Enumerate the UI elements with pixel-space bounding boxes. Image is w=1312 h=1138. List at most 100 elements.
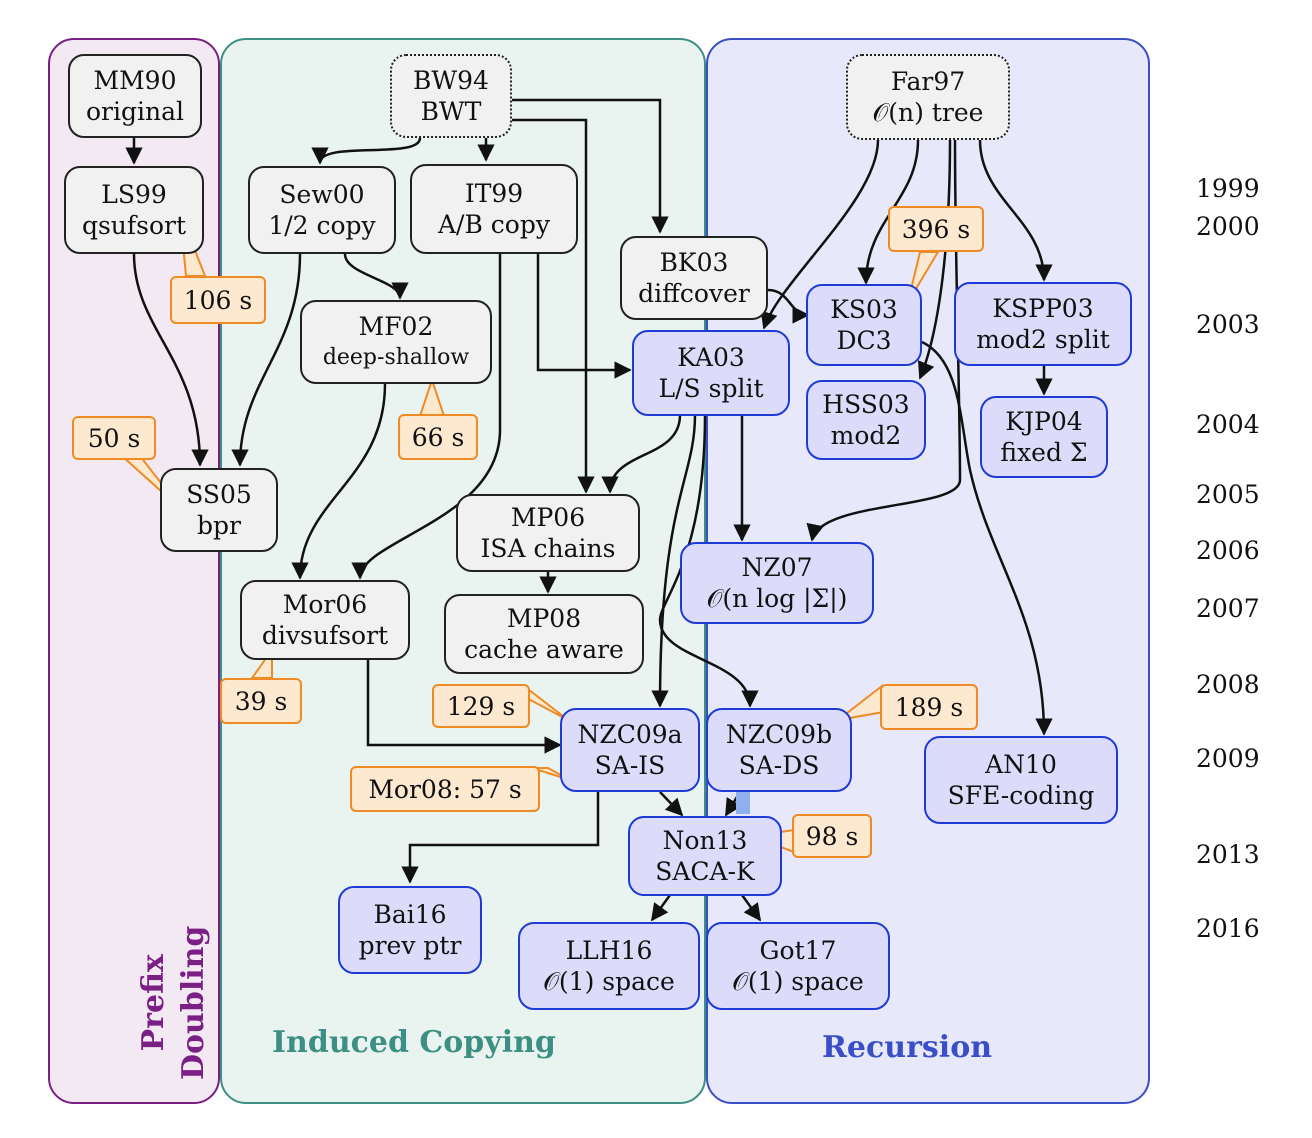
edge-non13-got17	[740, 894, 762, 922]
node-ka03[interactable]: KA03 L/S split	[632, 330, 790, 416]
year-label: 2000	[1196, 212, 1260, 241]
node-mor06-name: Mor06	[282, 590, 368, 619]
callout-non13-time: 98 s	[792, 814, 872, 858]
year-label: 2004	[1196, 410, 1260, 439]
node-an10-desc: SFE-coding	[947, 781, 1095, 810]
edge-sew00-ss05	[231, 253, 302, 467]
edge-bw94-bk03	[512, 98, 669, 234]
region-label-prefix-line1: Prefix	[136, 954, 171, 1052]
node-ls99-name: LS99	[101, 180, 167, 209]
edge-far97-hss03	[917, 139, 952, 380]
node-sew00-name: Sew00	[279, 180, 365, 209]
year-label: 2006	[1196, 536, 1260, 565]
callout-mor06-time: 39 s	[220, 678, 302, 724]
node-hss03-name: HSS03	[822, 390, 910, 419]
edge-far97-ka03	[760, 139, 880, 330]
year-label: 1999	[1196, 174, 1260, 203]
node-far97-desc: 𝒪(n) tree	[872, 98, 984, 127]
node-bw94-desc: BWT	[420, 97, 482, 126]
edge-nzc09a-bai16	[401, 792, 600, 884]
node-mp08[interactable]: MP08 cache aware	[444, 594, 644, 674]
edge-sew00-mf02	[343, 253, 409, 300]
node-mf02-name: MF02	[358, 312, 434, 341]
node-ks03[interactable]: KS03 DC3	[806, 284, 922, 366]
node-non13[interactable]: Non13 SACA-K	[628, 816, 782, 896]
node-bk03[interactable]: BK03 diffcover	[620, 236, 768, 320]
highlight-bar	[736, 790, 750, 814]
edge-mor06-nzc09a	[366, 660, 562, 754]
node-an10-name: AN10	[985, 750, 1057, 779]
edge-bk03-ks03	[767, 288, 810, 324]
year-label: 2016	[1196, 914, 1260, 943]
node-non13-name: Non13	[662, 826, 748, 855]
node-far97[interactable]: Far97 𝒪(n) tree	[846, 54, 1010, 140]
node-mor06[interactable]: Mor06 divsufsort	[240, 580, 410, 660]
edge-bw94-sew00	[311, 137, 422, 165]
node-got17[interactable]: Got17 𝒪(1) space	[706, 922, 890, 1010]
node-it99[interactable]: IT99 A/B copy	[410, 164, 578, 254]
node-hss03-desc: mod2	[830, 421, 902, 450]
node-kspp03[interactable]: KSPP03 mod2 split	[954, 282, 1132, 366]
edge-ka03-mp06	[601, 414, 682, 494]
node-mor06-desc: divsufsort	[261, 621, 389, 650]
edge-mf02-mor06	[291, 383, 387, 580]
node-nz07[interactable]: NZ07 𝒪(n log |Σ|)	[680, 542, 874, 624]
node-mm90[interactable]: MM90 original	[68, 54, 202, 138]
node-ls99-desc: qsufsort	[81, 211, 187, 240]
node-llh16[interactable]: LLH16 𝒪(1) space	[518, 922, 700, 1010]
edge-bw94-mp06	[512, 118, 595, 494]
node-mp06-name: MP06	[510, 503, 586, 532]
node-ss05-name: SS05	[186, 480, 252, 509]
year-label: 2007	[1196, 594, 1260, 623]
node-nz07-desc: 𝒪(n log |Σ|)	[706, 584, 848, 613]
edge-ls99-ss05	[132, 253, 209, 467]
node-llh16-desc: 𝒪(1) space	[543, 967, 675, 996]
node-mm90-desc: original	[86, 97, 184, 126]
node-mp06[interactable]: MP06 ISA chains	[456, 494, 640, 572]
edge-it99-mor06	[351, 254, 502, 580]
node-kjp04-desc: fixed Σ	[1000, 438, 1088, 467]
node-hss03[interactable]: HSS03 mod2	[806, 380, 926, 460]
year-label: 2008	[1196, 670, 1260, 699]
node-ks03-name: KS03	[830, 295, 898, 324]
region-label-induced-copying: Induced Copying	[272, 1025, 556, 1060]
node-got17-name: Got17	[759, 936, 837, 965]
node-bai16-desc: prev ptr	[358, 931, 462, 960]
node-kjp04-name: KJP04	[1005, 407, 1083, 436]
node-sew00[interactable]: Sew00 1/2 copy	[248, 166, 396, 254]
node-nzc09a[interactable]: NZC09a SA-IS	[560, 708, 700, 792]
node-an10[interactable]: AN10 SFE-coding	[924, 736, 1118, 824]
edge-nzc09a-non13	[659, 791, 684, 817]
year-label: 2003	[1196, 310, 1260, 339]
edge-non13-llh16	[650, 894, 672, 922]
node-ss05[interactable]: SS05 bpr	[160, 468, 278, 552]
edge-ks03-an10	[921, 340, 1053, 736]
node-kjp04[interactable]: KJP04 fixed Σ	[980, 396, 1108, 478]
node-nz07-name: NZ07	[741, 553, 813, 582]
node-bk03-name: BK03	[659, 248, 729, 277]
node-ka03-name: KA03	[677, 343, 745, 372]
node-mm90-name: MM90	[93, 66, 177, 95]
year-label: 2013	[1196, 840, 1260, 869]
callout-nzc09b-time: 189 s	[880, 684, 978, 730]
year-label: 2005	[1196, 480, 1260, 509]
node-ka03-desc: L/S split	[658, 374, 764, 403]
node-bk03-desc: diffcover	[638, 279, 750, 308]
node-mp08-name: MP08	[506, 604, 582, 633]
node-bai16[interactable]: Bai16 prev ptr	[338, 886, 482, 974]
region-label-recursion: Recursion	[822, 1030, 993, 1065]
edge-it99-ka03	[536, 254, 632, 379]
callout-ls99-time: 106 s	[170, 276, 266, 324]
node-far97-name: Far97	[890, 67, 966, 96]
node-bw94[interactable]: BW94 BWT	[390, 54, 512, 138]
region-label-prefix-line2: Doubling	[176, 925, 211, 1080]
node-it99-desc: A/B copy	[438, 210, 550, 239]
edge-far97-kspp03	[978, 139, 1053, 282]
node-ls99[interactable]: LS99 qsufsort	[64, 166, 204, 254]
callout-pointer-mf02	[418, 376, 446, 417]
node-nzc09b[interactable]: NZC09b SA-DS	[706, 708, 852, 792]
node-mf02[interactable]: MF02 deep-shallow	[300, 300, 492, 384]
edge-ka03-nzc09a	[651, 414, 697, 708]
node-mf02-desc: deep-shallow	[322, 345, 470, 370]
